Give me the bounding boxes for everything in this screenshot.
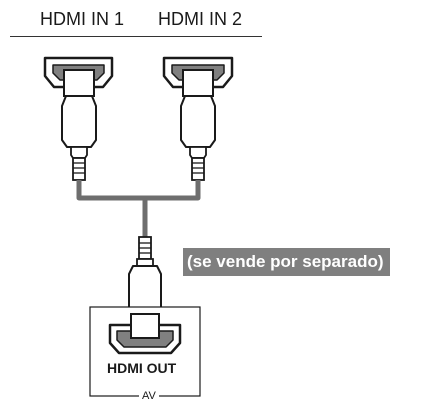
y-splitter-cable	[76, 180, 201, 237]
av-device-label: AV	[139, 390, 159, 402]
hdmi-out-label: HDMI OUT	[107, 360, 177, 376]
sold-separately-note: (se vende por separado)	[183, 248, 390, 276]
hdmi-in-2-plug-icon	[180, 69, 216, 181]
hdmi-out-plug-icon	[128, 236, 162, 317]
hdmi-out-plug-tip	[130, 313, 160, 339]
hdmi-in-1-label: HDMI IN 1	[40, 9, 125, 29]
hdmi-in-2-label: HDMI IN 2	[158, 9, 243, 29]
header-divider	[10, 36, 262, 37]
hdmi-in-1-plug-icon	[61, 69, 97, 181]
